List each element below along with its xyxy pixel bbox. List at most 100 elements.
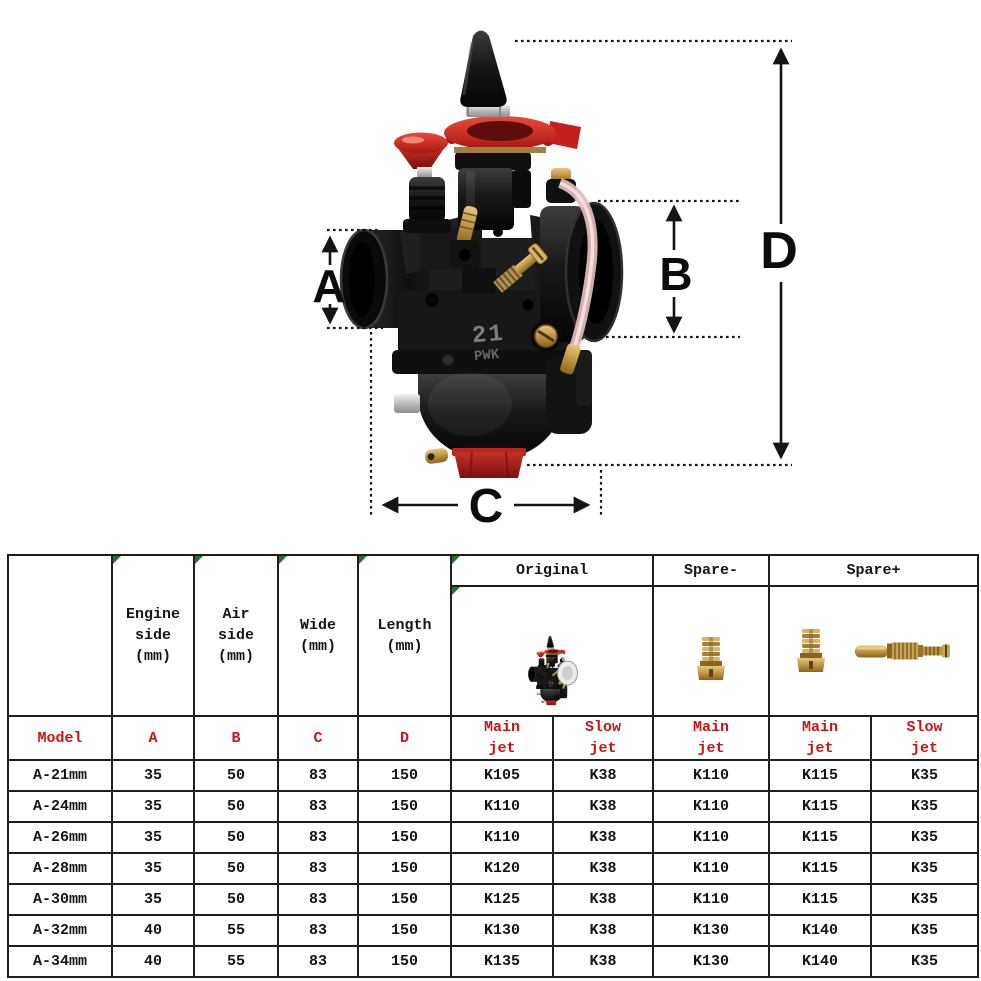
header-text: Spare- [684,562,739,579]
top-cap [460,30,507,107]
value-cell: K110 [652,790,771,824]
value-cell: K35 [870,883,980,917]
dimension-annotations: D B A C [312,39,798,533]
spare-plus-image-cell [768,584,980,718]
column-label-b: B [193,715,279,762]
part-marking-size: 21 [471,321,506,351]
value-cell: K110 [652,883,771,917]
value-cell: K35 [870,821,980,855]
cell-corner-marker [195,556,203,564]
value-cell: 50 [193,883,279,917]
idle-screw [493,243,548,293]
value-cell: K38 [551,790,655,824]
value-cell: 35 [111,821,195,855]
group-header-row: Engine side (mm) Air side (mm) Wide (mm)… [7,553,980,718]
header-text: Engine side (mm) [125,606,180,666]
value-cell: K130 [652,945,771,979]
value-cell: K110 [652,852,771,886]
value-cell: 83 [277,945,359,979]
value-cell: 83 [277,821,359,855]
column-label-a: A [111,715,195,762]
header-original: Original [449,554,655,587]
value-cell: K110 [450,821,554,855]
original-product-image-cell [449,584,655,718]
mini-carburetor-icon [527,634,578,706]
slow-jet-icon [853,641,951,661]
value-cell: K110 [652,821,771,855]
value-cell: K115 [768,883,873,917]
value-cell: 150 [357,790,452,824]
header-spare-minus: Spare- [652,554,771,587]
model-cell: A-32mm [7,914,113,948]
value-cell: 50 [193,852,279,886]
column-label-spare-plus-main-jet: Main jet [768,715,873,762]
value-cell: K115 [768,821,873,855]
value-cell: K140 [768,945,873,979]
cell-corner-marker [113,556,121,564]
header-text: Spare+ [846,562,901,579]
dim-label-c: C [469,480,504,533]
column-label-original-main-jet: Main jet [450,715,554,762]
value-cell: 50 [193,759,279,793]
product-image-row [8,584,980,718]
dim-label-b: B [659,248,692,300]
value-cell: K35 [870,945,980,979]
spare-minus-image-cell [652,584,771,718]
clamp [394,394,420,413]
value-cell: K35 [870,914,980,948]
value-cell: 35 [111,759,195,793]
value-cell: 83 [277,883,359,917]
cell-corner-marker [359,556,367,564]
carburetor-photo: 21 PWK [339,30,624,478]
cell-corner-marker [279,556,287,564]
header-text: Original [516,562,589,579]
value-cell: K115 [768,790,873,824]
choke-stem [409,177,445,223]
carburetor-dimension-diagram: 21 PWK D B A C [312,30,798,533]
value-cell: K38 [551,821,655,855]
dim-label-d: D [760,222,798,280]
value-cell: 35 [111,883,195,917]
header-engine-side: Engine side (mm) [111,553,195,718]
header-spare-plus: Spare+ [768,554,980,587]
vent-nipple [456,205,478,245]
model-cell: A-24mm [7,790,113,824]
value-cell: K130 [450,914,554,948]
column-label-spare-plus-slow-jet: Slow jet [870,715,980,762]
column-label-spare-minus-main-jet: Main jet [652,715,771,762]
value-cell: 150 [357,852,452,886]
value-cell: K110 [652,759,771,793]
header-text: Air side (mm) [217,606,254,666]
model-cell: A-21mm [7,759,113,793]
value-cell: K130 [652,914,771,948]
value-cell: K35 [870,852,980,886]
value-cell: K35 [870,790,980,824]
value-cell: K125 [450,883,554,917]
model-header-blank-cell [7,553,113,718]
choke-knob [394,132,448,154]
value-cell: 35 [111,790,195,824]
main-jet-icon [697,636,726,680]
fuel-inlet-nipple [551,168,571,182]
float-bowl [418,374,566,460]
header-air-side: Air side (mm) [193,553,279,718]
value-cell: K140 [768,914,873,948]
value-cell: K38 [551,914,655,948]
value-cell: K115 [768,852,873,886]
value-cell: 55 [193,945,279,979]
value-cell: K110 [450,790,554,824]
value-cell: 150 [357,883,452,917]
value-cell: K38 [551,759,655,793]
column-label-row: Model A B C D Main jet Slow jet Main jet… [7,715,980,762]
model-cell: A-26mm [7,821,113,855]
header-text: Wide (mm) [299,616,336,655]
value-cell: 150 [357,759,452,793]
